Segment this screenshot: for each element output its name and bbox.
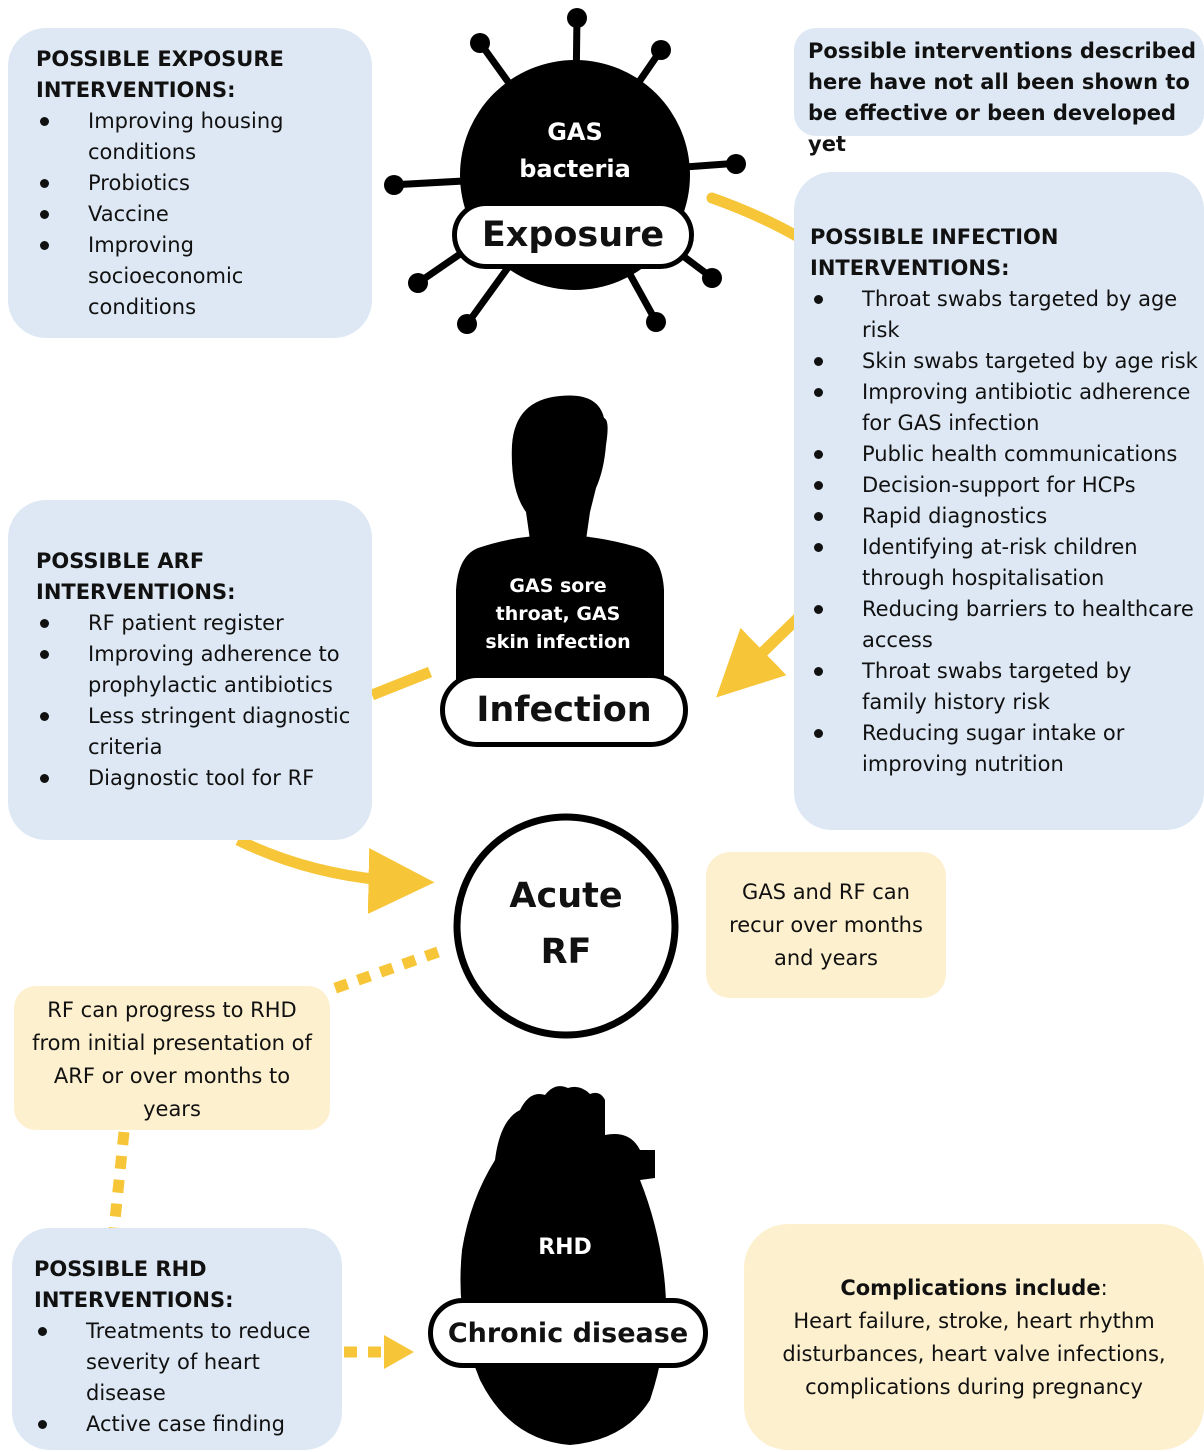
list-item: Improving socioeconomic conditions xyxy=(36,230,352,323)
list-item: Identifying at-risk children through hos… xyxy=(810,532,1198,594)
heart-icon xyxy=(460,1086,666,1445)
list-item: Vaccine xyxy=(36,199,352,230)
list-item: RF patient register xyxy=(36,608,356,639)
complications-note-box: Complications include: Heart failure, st… xyxy=(744,1224,1204,1450)
chronic-disease-pill: Chronic disease xyxy=(428,1298,708,1368)
list-item: Reducing barriers to healthcare access xyxy=(810,594,1198,656)
complications-text: Heart failure, stroke, heart rhythm dist… xyxy=(782,1309,1166,1399)
exposure-interventions-list: Improving housing conditions Probiotics … xyxy=(36,106,352,323)
exposure-interventions-title: POSSIBLE EXPOSURE INTERVENTIONS: xyxy=(36,47,284,102)
heart-label: RHD xyxy=(538,1235,592,1260)
acute-rf-circle xyxy=(453,813,679,1039)
person-icon xyxy=(456,395,664,680)
infection-interventions-title: POSSIBLE INFECTION INTERVENTIONS: xyxy=(810,225,1059,280)
list-item: Throat swabs targeted by family history … xyxy=(810,656,1198,718)
rhd-interventions-list: Treatments to reduce severity of heart d… xyxy=(34,1316,332,1440)
recur-note-box: GAS and RF can recur over months and yea… xyxy=(706,852,946,998)
complications-heading: Complications include: xyxy=(754,1272,1194,1305)
list-item: Active case finding xyxy=(34,1409,332,1440)
bacteria-label: GAS bacteria xyxy=(519,118,631,183)
list-item: Probiotics xyxy=(36,168,352,199)
dotted-acute-rf-to-progress-note xyxy=(328,946,440,996)
progress-note-box: RF can progress to RHD from initial pres… xyxy=(14,986,330,1130)
progress-note-text: RF can progress to RHD from initial pres… xyxy=(32,998,312,1121)
rhd-interventions-title: POSSIBLE RHD INTERVENTIONS: xyxy=(34,1257,234,1312)
exposure-interventions-box: POSSIBLE EXPOSURE INTERVENTIONS: Improvi… xyxy=(8,28,372,338)
arf-interventions-title: POSSIBLE ARF INTERVENTIONS: xyxy=(36,549,236,604)
list-item: Diagnostic tool for RF xyxy=(36,763,356,794)
person-label: GAS sore throat, GAS skin infection xyxy=(485,575,631,653)
list-item: Public health communications xyxy=(810,439,1198,470)
list-item: Improving antibiotic adherence for GAS i… xyxy=(810,377,1198,439)
dotted-progress-note-to-rhd-interventions xyxy=(108,1131,130,1231)
list-item: Throat swabs targeted by age risk xyxy=(810,284,1198,346)
exposure-pill: Exposure xyxy=(452,201,694,269)
list-item: Treatments to reduce severity of heart d… xyxy=(34,1316,332,1409)
complications-title: Complications include xyxy=(840,1276,1101,1300)
complications-colon: : xyxy=(1100,1276,1108,1300)
infection-interventions-list: Throat swabs targeted by age risk Skin s… xyxy=(810,284,1198,780)
disclaimer-box: Possible interventions described here ha… xyxy=(794,28,1204,156)
infection-pill: Infection xyxy=(440,673,688,747)
recur-note-text: GAS and RF can recur over months and yea… xyxy=(729,880,923,970)
list-item: Improving housing conditions xyxy=(36,106,352,168)
list-item: Rapid diagnostics xyxy=(810,501,1198,532)
arrow-arf-interventions-to-acute-rf xyxy=(235,835,435,914)
rhd-interventions-box: POSSIBLE RHD INTERVENTIONS: Treatments t… xyxy=(12,1228,342,1450)
arrow-exposure-to-infection-interventions xyxy=(706,192,806,244)
arrow-arf-interventions-to-infection xyxy=(369,666,433,701)
arrow-infection-interventions-to-infection xyxy=(716,614,802,698)
arf-interventions-box: POSSIBLE ARF INTERVENTIONS: RF patient r… xyxy=(8,500,372,840)
list-item: Skin swabs targeted by age risk xyxy=(810,346,1198,377)
infection-interventions-box: POSSIBLE INFECTION INTERVENTIONS: Throat… xyxy=(794,172,1204,830)
acute-rf-label: Acute RF xyxy=(509,876,623,972)
list-item: Less stringent diagnostic criteria xyxy=(36,701,356,763)
list-item: Decision-support for HCPs xyxy=(810,470,1198,501)
list-item: Reducing sugar intake or improving nutri… xyxy=(810,718,1198,780)
disclaimer-text: Possible interventions described here ha… xyxy=(808,39,1196,156)
arf-interventions-list: RF patient register Improving adherence … xyxy=(36,608,356,794)
arrowhead-to-chronic xyxy=(384,1335,414,1369)
list-item: Improving adherence to prophylactic anti… xyxy=(36,639,356,701)
